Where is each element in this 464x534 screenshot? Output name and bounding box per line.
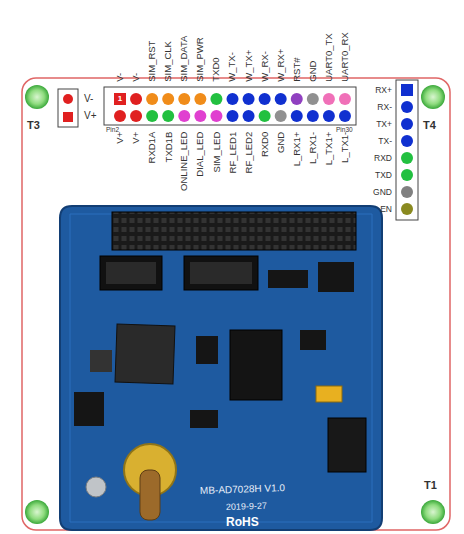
signal-name: ONLINE_LED xyxy=(180,132,190,191)
signal-name: V- xyxy=(115,73,125,82)
signal-name: RXD xyxy=(374,154,392,163)
signal-name: V+ xyxy=(131,132,141,144)
pin-label: V+ xyxy=(84,111,97,121)
signal-name: DIAL_LED xyxy=(196,132,206,177)
signal-name: L_RX1- xyxy=(308,132,318,164)
pin xyxy=(307,93,319,105)
signal-name: SIM_PWR xyxy=(196,38,206,82)
pin xyxy=(130,110,142,122)
pin xyxy=(339,93,351,105)
pin xyxy=(339,110,351,122)
signal-name: GND xyxy=(373,188,392,197)
pin-number: 1 xyxy=(118,95,122,103)
signal-name: W_RX- xyxy=(260,51,270,82)
pin-label: V- xyxy=(84,94,93,104)
pin xyxy=(114,110,126,122)
signal-name: RST# xyxy=(292,58,302,82)
pin xyxy=(194,93,206,105)
pin xyxy=(401,152,413,164)
signal-name: W_TX+ xyxy=(244,50,254,82)
pin xyxy=(162,110,174,122)
signal-name: RXD0 xyxy=(260,132,270,157)
pin xyxy=(226,93,238,105)
signal-name: UART0_RX xyxy=(340,33,350,82)
pcb-board xyxy=(60,206,382,530)
signal-name: TX- xyxy=(378,137,392,146)
pin xyxy=(323,110,335,122)
pin xyxy=(291,93,303,105)
signal-name: RX- xyxy=(377,103,392,112)
header-connector xyxy=(104,87,356,125)
pin xyxy=(401,84,413,96)
side-connector xyxy=(396,80,418,220)
pin xyxy=(401,186,413,198)
signal-name: SIM_DATA xyxy=(180,36,190,82)
pin xyxy=(323,93,335,105)
pin xyxy=(226,110,238,122)
signal-name: W_TX- xyxy=(228,52,238,82)
pin xyxy=(146,93,158,105)
signal-name: UART0_TX xyxy=(324,34,334,82)
pin xyxy=(275,110,287,122)
signal-name: RXD1A xyxy=(147,132,157,164)
signal-name: TXD1B xyxy=(163,132,173,163)
pin xyxy=(178,110,190,122)
signal-name: SIM_RST xyxy=(147,41,157,82)
pin xyxy=(63,112,73,122)
signal-name: L_TX1- xyxy=(340,132,350,163)
pin-number: Pin2 xyxy=(106,127,119,134)
power-connector xyxy=(58,89,78,127)
terminal-label: T4 xyxy=(423,120,436,131)
pin xyxy=(307,110,319,122)
signal-name: L_RX1+ xyxy=(292,132,302,167)
board-marking: RoHS xyxy=(226,516,259,528)
pin xyxy=(146,110,158,122)
terminal-label: T3 xyxy=(27,120,40,131)
signal-name: TX+ xyxy=(376,120,392,129)
signal-name: W_RX+ xyxy=(276,49,286,82)
pin xyxy=(259,110,271,122)
signal-name: RF_LED1 xyxy=(228,132,238,174)
pin xyxy=(401,118,413,130)
signal-name: L_TX1+ xyxy=(324,132,334,166)
pin xyxy=(130,93,142,105)
pin xyxy=(114,93,126,105)
signal-name: RX+ xyxy=(375,86,392,95)
signal-name: EN xyxy=(380,205,392,214)
board-marking: 2019-9-27 xyxy=(226,502,267,512)
pin xyxy=(275,93,287,105)
pin xyxy=(178,93,190,105)
outline-border xyxy=(22,78,450,530)
pin xyxy=(259,93,271,105)
pin xyxy=(210,93,222,105)
pin xyxy=(63,94,73,104)
pin-number: Pin30 xyxy=(336,127,353,134)
pin xyxy=(401,169,413,181)
pin xyxy=(291,110,303,122)
pin xyxy=(243,110,255,122)
signal-name: SIM_CLK xyxy=(163,41,173,82)
signal-name: TXD xyxy=(375,171,392,180)
pin xyxy=(401,101,413,113)
pin xyxy=(401,135,413,147)
signal-name: V- xyxy=(131,73,141,82)
signal-name: GND xyxy=(276,132,286,153)
pin xyxy=(243,93,255,105)
signal-name: RF_LED2 xyxy=(244,132,254,174)
signal-name: TXD0 xyxy=(212,58,222,82)
terminal-label: T1 xyxy=(424,480,437,491)
pin xyxy=(162,93,174,105)
pin xyxy=(401,203,413,215)
signal-name: SIM_LED xyxy=(212,132,222,173)
signal-name: GND xyxy=(308,61,318,82)
pin xyxy=(194,110,206,122)
pin xyxy=(210,110,222,122)
signal-name: V+ xyxy=(115,132,125,144)
